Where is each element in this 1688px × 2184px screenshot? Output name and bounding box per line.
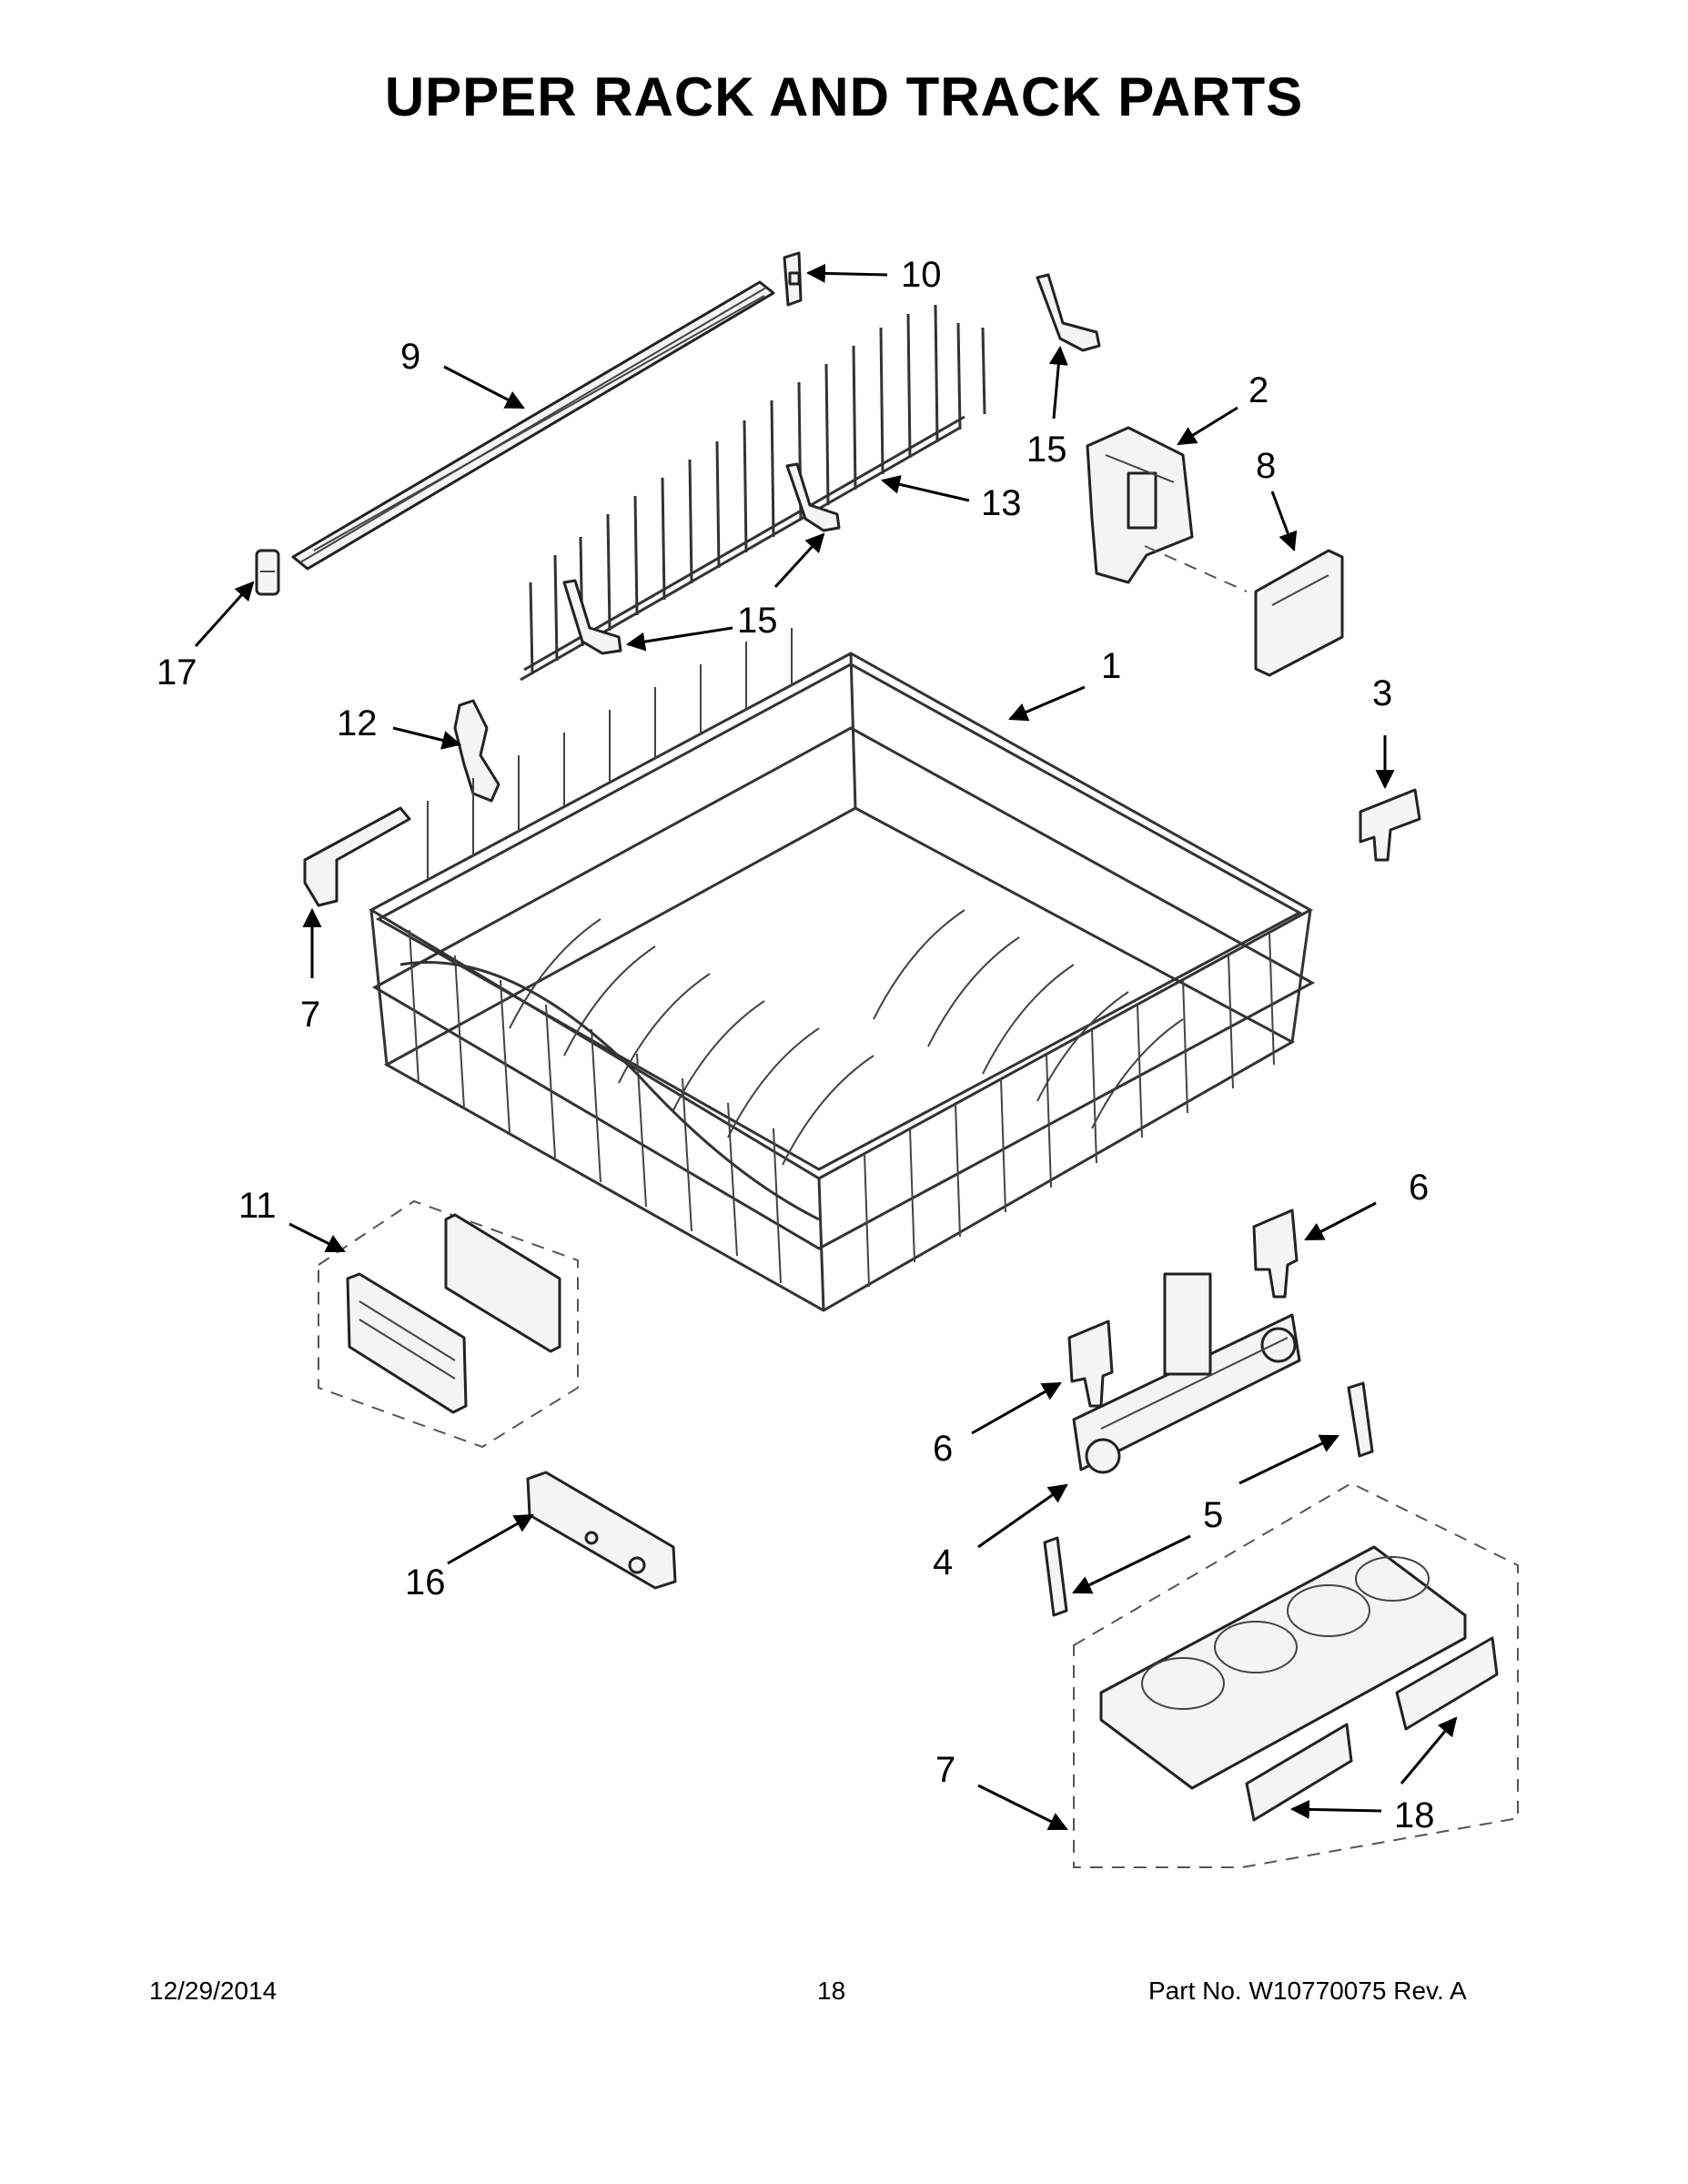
callout-14: 13 bbox=[981, 483, 1022, 523]
callout-17: 18 bbox=[1394, 1795, 1435, 1835]
callout-15: 15 bbox=[1026, 430, 1067, 470]
part-17-clip-b bbox=[1245, 1723, 1353, 1822]
part-5-stop-b bbox=[1043, 1536, 1068, 1617]
callout-6: 6 bbox=[1409, 1168, 1429, 1208]
callout-13: 12 bbox=[337, 703, 378, 743]
footer-part-number: Part No. W10770075 Rev. A bbox=[1148, 1977, 1467, 2005]
part-15-tine-clip bbox=[1036, 273, 1101, 352]
part-8-lever bbox=[303, 806, 411, 907]
part-17-clip-a bbox=[1395, 1636, 1499, 1731]
callout-12: 10 bbox=[901, 255, 942, 295]
part-6-clip-a bbox=[1252, 1208, 1299, 1299]
part-5-stop-a bbox=[1347, 1381, 1374, 1458]
part-11-handle-group bbox=[318, 1199, 579, 1449]
callout-labels: 9 10 15 2 8 13 15 17 1 12 3 7 11 6 6 5 4… bbox=[157, 255, 1435, 1835]
part-12-rail-clip bbox=[783, 251, 803, 307]
footer-page-number: 18 bbox=[817, 1977, 846, 2005]
callout-4: 4 bbox=[933, 1542, 953, 1582]
part-14-tine-row bbox=[520, 304, 986, 682]
part-13-clip bbox=[453, 699, 500, 803]
part-9-cover bbox=[1254, 549, 1344, 677]
callout-11: 11 bbox=[238, 1186, 277, 1226]
callout-18: 17 bbox=[157, 652, 197, 693]
callout-3: 3 bbox=[1372, 673, 1392, 713]
part-7-caddy-group bbox=[1073, 1481, 1519, 1868]
callout-15b: 15 bbox=[737, 601, 778, 641]
part-1-upper-rack bbox=[368, 628, 1316, 1312]
callout-6b: 6 bbox=[933, 1429, 953, 1469]
callout-10: 9 bbox=[400, 337, 420, 377]
callout-5: 5 bbox=[1203, 1495, 1223, 1535]
part-18-end-cap bbox=[255, 549, 280, 596]
page-title: UPPER RACK AND TRACK PARTS bbox=[384, 66, 1304, 127]
part-16-bracket bbox=[526, 1471, 677, 1590]
leader-arrows bbox=[194, 263, 1458, 1831]
part-10-rail bbox=[291, 280, 775, 571]
part-3-small-clip bbox=[1359, 788, 1421, 862]
part-6-clip-b bbox=[1067, 1320, 1114, 1408]
callout-16: 16 bbox=[405, 1562, 446, 1603]
part-15-tine-clip-b bbox=[562, 579, 622, 655]
callout-2: 2 bbox=[1248, 370, 1269, 410]
part-2-bracket bbox=[1086, 426, 1194, 584]
part-4-track-adjuster bbox=[1072, 1272, 1301, 1474]
callout-9: 8 bbox=[1256, 446, 1276, 486]
callout-1: 1 bbox=[1101, 646, 1121, 686]
callout-7: 7 bbox=[935, 1750, 955, 1790]
part-15-tine-clip-a bbox=[785, 462, 841, 532]
callout-8: 7 bbox=[300, 995, 320, 1035]
footer-date: 12/29/2014 bbox=[149, 1977, 278, 2005]
